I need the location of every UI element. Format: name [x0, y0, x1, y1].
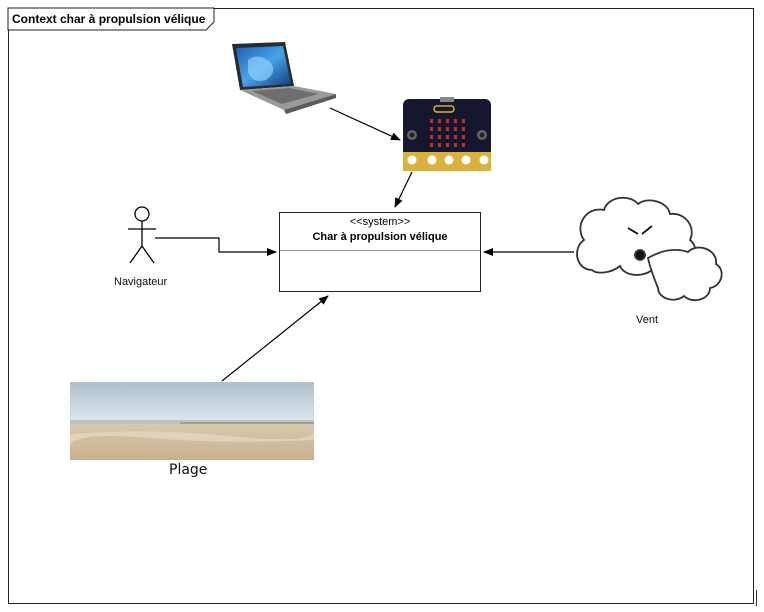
microbit-board-icon — [403, 97, 491, 171]
system-stereotype: <<system>> — [349, 216, 411, 228]
connector-laptop-microbit — [329, 107, 401, 141]
actor-navigateur-label: Navigateur — [114, 276, 168, 288]
connector-plage-system — [221, 295, 329, 382]
page-edge-marker — [756, 590, 757, 606]
system-name: Char à propulsion vélique — [312, 231, 448, 243]
diagram-frame — [8, 8, 754, 604]
diagram-title: Context char à propulsion vélique — [12, 12, 206, 26]
system-block[interactable]: <<system>> Char à propulsion vélique — [279, 212, 481, 292]
wind-cloud-icon — [576, 196, 723, 302]
system-divider — [280, 250, 480, 251]
connector-microbit-system — [394, 171, 413, 208]
stick-figure-icon — [128, 206, 156, 264]
connector-navigateur-system — [155, 237, 277, 256]
actor-vent-label: Vent — [636, 314, 659, 326]
beach-photo-icon — [70, 382, 314, 460]
actor-plage-label: Plage — [169, 462, 208, 478]
laptop-icon — [232, 42, 336, 114]
title-tab-shape — [7, 7, 215, 31]
